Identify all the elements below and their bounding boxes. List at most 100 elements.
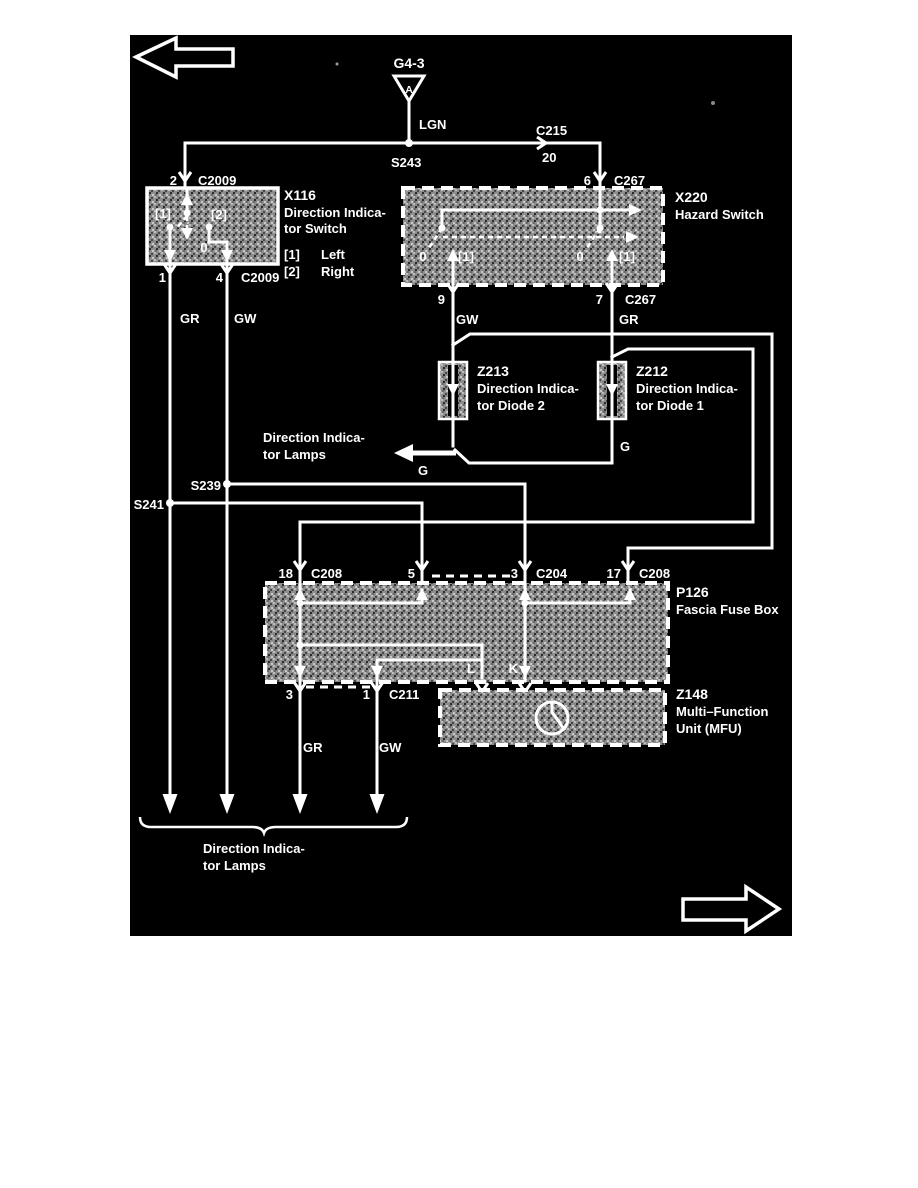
x116-pos-right-label: [2] [211, 207, 227, 222]
x220-conn-bottom-label: C267 [625, 292, 656, 307]
splice-s243-icon [405, 139, 413, 147]
lamps-brace-icon [138, 816, 409, 837]
x116-id-label: X116 [284, 187, 316, 203]
prev-page-arrow-icon [132, 35, 235, 80]
z213-name-line1: Direction Indica- [477, 381, 579, 396]
p126-conn3-label: C204 [536, 566, 568, 581]
p126-pin3-label: 3 [511, 566, 518, 581]
wire-diode-common [452, 447, 614, 465]
x220-left-on-label: [1] [458, 249, 474, 264]
x116-contact2-wire [207, 225, 229, 258]
g-output-arrow-icon [394, 444, 413, 462]
z213-name-line2: tor Diode 2 [477, 398, 545, 413]
x220-right-on-label: [1] [619, 249, 635, 264]
x116-name-line1: Direction Indica- [284, 205, 386, 220]
z148-relay-contact-icon [550, 701, 567, 732]
x220-pin-right-label: 7 [596, 292, 603, 307]
wire-label-gr-mid: GR [619, 312, 639, 327]
component-z212-diode: Z212 Direction Indica- tor Diode 1 [596, 360, 738, 465]
splice-s241-label: S241 [134, 497, 164, 512]
z148-box [438, 688, 667, 747]
x116-pos-off-label: 0 [200, 240, 207, 255]
x220-left-off-label: 0 [419, 249, 426, 264]
splice-s239-label: S239 [191, 478, 221, 493]
wire-label-gw-mid: GW [456, 312, 479, 327]
x220-pin-top-label: 6 [584, 173, 591, 188]
lamp-feed-output: Direction Indica- tor Lamps G G [263, 430, 630, 478]
wire-gr-loop [298, 347, 755, 585]
connector-c215-label: C215 [536, 123, 567, 138]
p126-out-k-label: K [509, 661, 519, 676]
p126-pin-b3-label: 3 [286, 687, 293, 702]
lamps-label-line2: tor Lamps [203, 858, 266, 873]
scan-speck [711, 101, 715, 105]
x116-pin-top-label: 2 [170, 173, 177, 188]
wire-label-gw-left: GW [234, 311, 257, 326]
z148-id-label: Z148 [676, 686, 708, 702]
x116-name-line2: tor Switch [284, 221, 347, 236]
x116-conn-bottom-label: C2009 [241, 270, 279, 285]
supply-bus: S243 C215 20 [183, 123, 602, 190]
x220-right-off-label: 0 [576, 249, 583, 264]
component-p126-fascia-fuse-box: 18 C208 5 3 C204 17 C208 L K P126 Fascia… [263, 559, 779, 797]
p126-conn18-label: C208 [311, 566, 342, 581]
x116-pin-right-label: 4 [216, 270, 224, 285]
lamp-arrow-4-icon [369, 794, 385, 814]
p126-name-label: Fascia Fuse Box [676, 602, 779, 617]
z148-name-line1: Multi–Function [676, 704, 768, 719]
p126-id-label: P126 [676, 584, 709, 600]
x116-pin-left-label: 1 [159, 270, 166, 285]
z212-name-line1: Direction Indica- [636, 381, 738, 396]
z148-name-line2: Unit (MFU) [676, 721, 742, 736]
x116-legend2-value: Right [321, 264, 355, 279]
x220-right-off-arm [583, 227, 602, 252]
lamp-arrow-3-icon [292, 794, 308, 814]
scan-speck [335, 62, 339, 66]
p126-pin17-label: 17 [607, 566, 621, 581]
wire-label-gr-left: GR [180, 311, 200, 326]
lamp-arrow-2-icon [219, 794, 235, 814]
lamp-arrow-1-icon [162, 794, 178, 814]
x220-id-label: X220 [675, 189, 708, 205]
x116-pos-left-label: [1] [155, 206, 171, 221]
x116-legend1-value: Left [321, 247, 346, 262]
p126-box [263, 581, 670, 684]
wiring-loops [298, 283, 774, 585]
wire-label-lgn: LGN [419, 117, 446, 132]
x220-conn-top-label: C267 [614, 173, 645, 188]
z212-name-line2: tor Diode 1 [636, 398, 704, 413]
p126-pin5-label: 5 [408, 566, 415, 581]
x220-pin-left-label: 9 [438, 292, 445, 307]
ground-letter: A [405, 84, 413, 96]
splice-runs: S239 S241 [134, 254, 527, 797]
wire-s239-to-pin3 [225, 482, 527, 585]
component-z213-diode: Z213 Direction Indica- tor Diode 2 [437, 360, 579, 448]
x116-legend2-key: [2] [284, 264, 300, 279]
component-x116-direction-indicator-switch: 2 C2009 0 [1] [2] X116 Direction Indica-… [145, 170, 386, 326]
component-x220-hazard-switch: 6 C267 0 [1] 0 [1] X220 Hazard Switch 9 … [401, 170, 764, 327]
p126-out-l-label: L [467, 661, 475, 676]
wire-label-g-left: G [418, 463, 428, 478]
z212-id-label: Z212 [636, 363, 668, 379]
p126-pin18-label: 18 [279, 566, 293, 581]
next-page-arrow-icon [681, 883, 783, 935]
z213-id-label: Z213 [477, 363, 509, 379]
ground-id-label: G4-3 [393, 55, 424, 71]
wire-s241-to-pin5 [168, 501, 424, 585]
wire-gw-loop [450, 332, 774, 585]
x116-legend1-key: [1] [284, 247, 300, 262]
direction-indicator-lamps-output: Direction Indica- tor Lamps [138, 794, 409, 873]
x116-arm-left [174, 215, 188, 231]
x220-left-off-arm [425, 227, 444, 252]
lamps-label-line1: Direction Indica- [203, 841, 305, 856]
connector-c215-pin: 20 [542, 150, 556, 165]
ground-triangle-icon [391, 74, 427, 104]
lamp-feed-line2: tor Lamps [263, 447, 326, 462]
component-z148-mfu: Z148 Multi–Function Unit (MFU) [438, 686, 768, 747]
wire-label-gr-bottom: GR [303, 740, 323, 755]
x116-pivot-dot [183, 209, 191, 217]
p126-link-18-l [298, 643, 484, 680]
p126-conn-b-label: C211 [389, 687, 419, 702]
